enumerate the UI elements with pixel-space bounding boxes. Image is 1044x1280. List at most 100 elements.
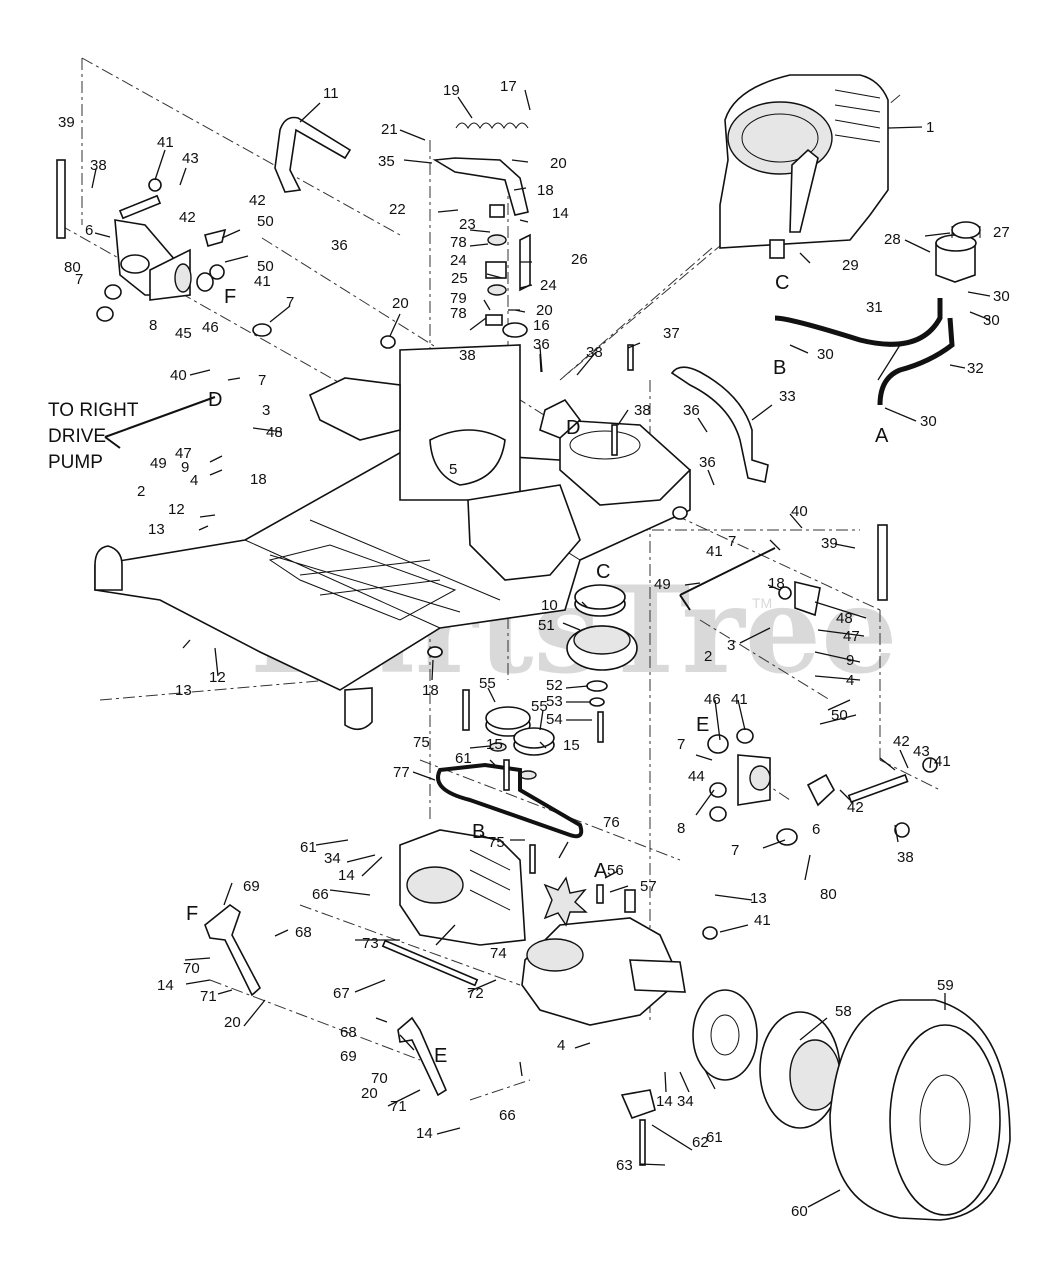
callout-18c: 18 (422, 682, 439, 699)
callout-78: 78 (450, 234, 467, 251)
callout-25: 25 (451, 270, 468, 287)
callout-6b: 6 (812, 821, 820, 838)
rod (381, 939, 479, 987)
callout-38c: 38 (586, 344, 603, 361)
callout-54: 54 (546, 711, 563, 728)
callout-41d: 41 (731, 691, 748, 708)
watermark-tm: TM (752, 595, 772, 611)
callout-30b: 30 (983, 312, 1000, 329)
callout-38: 38 (90, 157, 107, 174)
callout-20c: 20 (536, 302, 553, 319)
callout-11: 11 (323, 85, 339, 102)
callout-7d: 7 (728, 533, 736, 550)
callout-52: 52 (546, 677, 563, 694)
callout-50: 50 (257, 213, 274, 230)
link-rod-right (679, 547, 776, 611)
callout-74: 74 (490, 945, 507, 962)
letter-C-engine: C (775, 272, 789, 294)
callout-20d: 20 (224, 1014, 241, 1031)
letter-D-left: D (208, 389, 222, 411)
letter-C-clutch: C (596, 561, 610, 583)
fuel-filter (935, 221, 981, 283)
callout-18: 18 (537, 182, 554, 199)
callout-26: 26 (571, 251, 588, 268)
callout-12b: 12 (209, 669, 226, 686)
callout-17: 17 (500, 78, 517, 95)
right-linkage (707, 580, 938, 846)
callout-39: 39 (58, 114, 75, 131)
callout-7e: 7 (677, 736, 685, 753)
callout-41f: 41 (754, 912, 771, 929)
callout-9b: 9 (846, 652, 854, 669)
callout-55: 55 (479, 675, 496, 692)
drive-belt (436, 762, 584, 839)
callout-43b: 43 (913, 743, 930, 760)
callout-30d: 30 (920, 413, 937, 430)
callout-37: 37 (663, 325, 680, 342)
callout-80b: 80 (820, 886, 837, 903)
callout-35: 35 (378, 153, 395, 170)
callout-47: 47 (175, 445, 192, 462)
callout-62: 62 (692, 1134, 709, 1151)
cooling-fan (543, 876, 588, 927)
pump-arm-right (397, 1016, 448, 1097)
callout-78b: 78 (450, 305, 467, 322)
callout-30: 30 (993, 288, 1010, 305)
callout-14b: 14 (338, 867, 355, 884)
callout-70: 70 (183, 960, 200, 977)
callout-40: 40 (170, 367, 187, 384)
callout-47b: 47 (843, 628, 860, 645)
hydro-transaxle-left (399, 829, 526, 946)
callout-1: 1 (926, 119, 934, 136)
hydro-transaxle-right (521, 917, 686, 1026)
callout-38e: 38 (897, 849, 914, 866)
callout-3: 3 (262, 402, 270, 419)
callout-66: 66 (312, 886, 329, 903)
engine (719, 74, 889, 259)
letter-D-frame: D (566, 417, 580, 439)
callout-42: 42 (249, 192, 266, 209)
callout-27: 27 (993, 224, 1010, 241)
wheel-tire (692, 989, 1011, 1221)
callout-66b: 66 (499, 1107, 516, 1124)
callout-10: 10 (541, 597, 558, 614)
callout-34b: 34 (677, 1093, 694, 1110)
callout-58: 58 (835, 1003, 852, 1020)
callout-69: 69 (243, 878, 260, 895)
svg-text:PUMP: PUMP (48, 452, 103, 473)
callout-50b: 50 (257, 258, 274, 275)
callout-8: 8 (149, 317, 157, 334)
letter-E-right: E (696, 714, 709, 736)
callout-49: 49 (150, 455, 167, 472)
letter-E-arm: E (434, 1045, 447, 1067)
reference-letters: C B A D D F C E B A F E (186, 272, 889, 1067)
callout-60: 60 (791, 1203, 808, 1220)
pump-arm-left (204, 904, 262, 997)
hardware-bolts (380, 335, 718, 940)
callout-23: 23 (459, 216, 476, 233)
callout-56: 56 (607, 862, 624, 879)
callout-68b: 68 (340, 1024, 357, 1041)
callout-2b: 2 (704, 648, 712, 665)
letter-F-arm: F (186, 903, 198, 925)
letter-F-top: F (224, 286, 236, 308)
callout-24: 24 (450, 252, 467, 269)
callout-20: 20 (550, 155, 567, 172)
callout-7b: 7 (286, 294, 294, 311)
callout-41c: 41 (706, 543, 723, 560)
callout-75b: 75 (488, 834, 505, 851)
callout-36d: 36 (699, 454, 716, 471)
idler-bracket (432, 157, 529, 216)
callout-8b: 8 (677, 820, 685, 837)
callout-69b: 69 (340, 1048, 357, 1065)
callout-61c: 61 (706, 1129, 723, 1146)
callout-36b: 36 (533, 336, 550, 353)
svg-text:DRIVE: DRIVE (48, 426, 106, 447)
callout-32: 32 (967, 360, 984, 377)
callout-14e: 14 (656, 1093, 673, 1110)
callout-48b: 48 (836, 610, 853, 627)
callout-14c: 14 (157, 977, 174, 994)
callout-24b: 24 (540, 277, 557, 294)
callout-6: 6 (85, 222, 93, 239)
